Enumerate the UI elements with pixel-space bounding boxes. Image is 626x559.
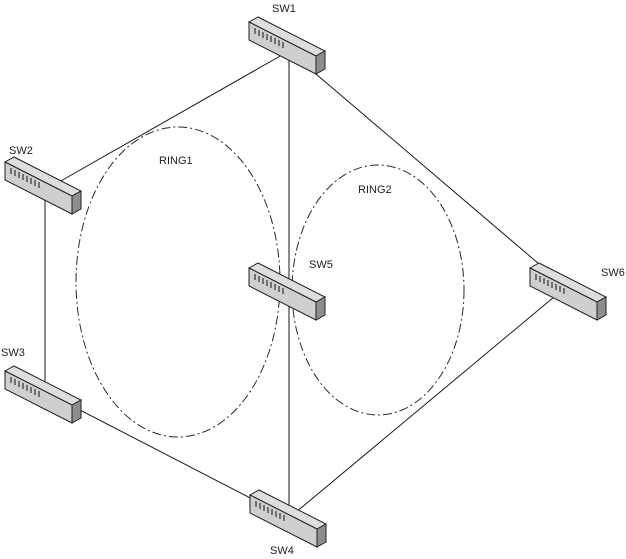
switch-icon <box>3 365 83 424</box>
link-sw1-sw2 <box>44 50 290 191</box>
switch-sw1[interactable] <box>247 16 327 75</box>
switch-sw5[interactable] <box>247 262 327 321</box>
label-ring1: RING1 <box>159 155 193 167</box>
link-sw3-sw4 <box>44 391 290 519</box>
switch-icon <box>248 489 328 548</box>
label-sw3: SW3 <box>1 347 25 359</box>
switch-icon <box>3 156 83 215</box>
switch-sw2[interactable] <box>3 156 83 215</box>
labels: SW1 SW2 SW3 SW4 SW5 SW6 RING1 RING2 <box>1 3 625 557</box>
label-sw1: SW1 <box>272 3 296 15</box>
label-ring2: RING2 <box>358 184 392 196</box>
label-sw5: SW5 <box>309 259 333 271</box>
switch-icon <box>247 16 327 75</box>
switches <box>3 16 608 548</box>
switch-icon <box>247 262 327 321</box>
link-sw4-sw6 <box>288 286 567 519</box>
label-sw6: SW6 <box>601 267 625 279</box>
links <box>44 50 567 519</box>
switch-sw3[interactable] <box>3 365 83 424</box>
link-sw1-sw6 <box>288 50 567 288</box>
switch-sw6[interactable] <box>528 262 608 321</box>
label-sw4: SW4 <box>270 545 294 557</box>
label-sw2: SW2 <box>9 145 33 157</box>
switch-icon <box>528 262 608 321</box>
ring2-outline <box>291 164 465 416</box>
switch-sw4[interactable] <box>248 489 328 548</box>
